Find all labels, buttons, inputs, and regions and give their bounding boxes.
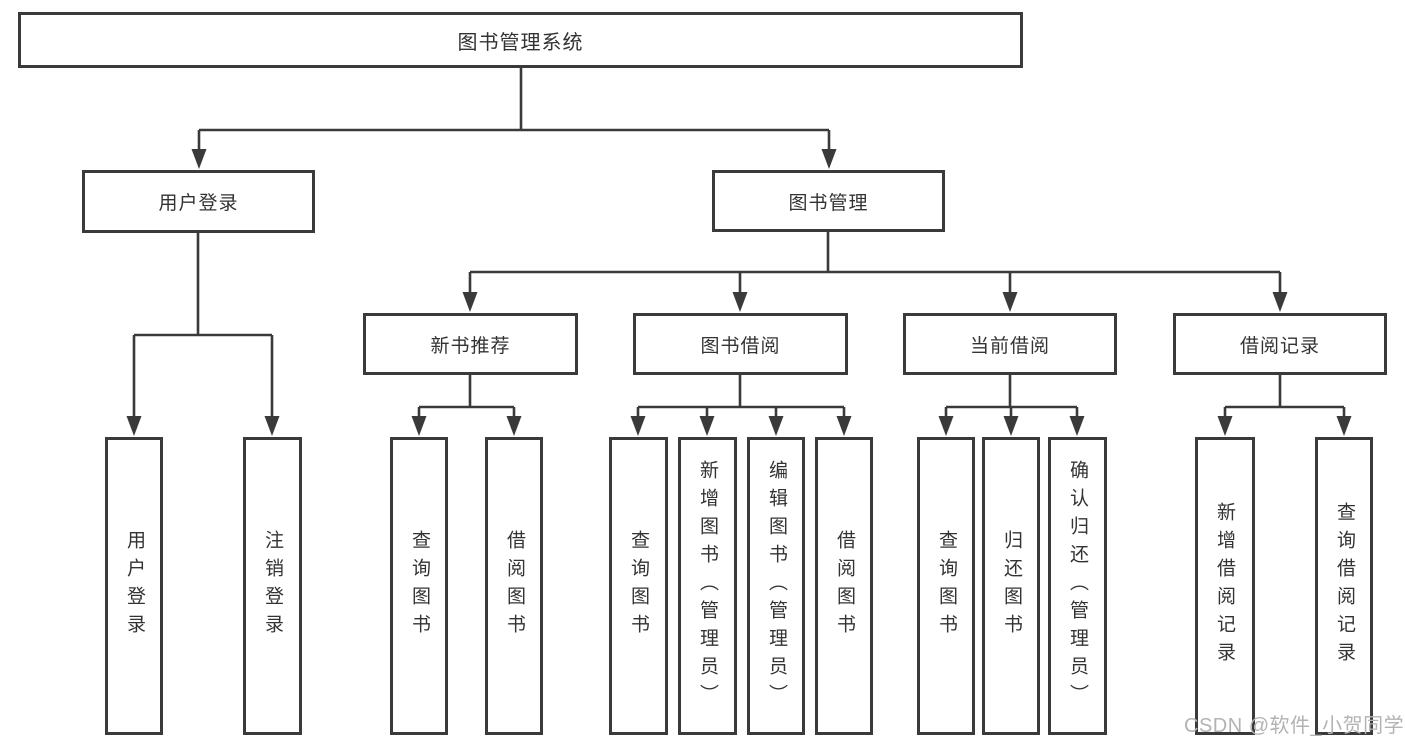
node-book-management: 图书管理 bbox=[712, 170, 945, 232]
leaf-query-books-current: 查询图书 bbox=[917, 437, 975, 735]
csdn-watermark: CSDN @软件_小贺同学 bbox=[1184, 715, 1405, 737]
node-new-book-recommend: 新书推荐 bbox=[363, 313, 578, 375]
leaf-query-borrow-record: 查询借阅记录 bbox=[1315, 437, 1373, 735]
leaf-add-borrow-record: 新增借阅记录 bbox=[1195, 437, 1255, 735]
leaf-borrow-books: 借阅图书 bbox=[815, 437, 873, 735]
leaf-confirm-return-admin: 确认归还（管理员） bbox=[1048, 437, 1107, 735]
node-book-borrow: 图书借阅 bbox=[633, 313, 848, 375]
node-user-login: 用户登录 bbox=[82, 170, 315, 233]
leaf-edit-book-admin: 编辑图书（管理员） bbox=[747, 437, 805, 735]
node-root-system: 图书管理系统 bbox=[18, 12, 1023, 68]
leaf-return-book: 归还图书 bbox=[982, 437, 1040, 735]
leaf-query-books-borrow: 查询图书 bbox=[609, 437, 668, 735]
node-current-borrow: 当前借阅 bbox=[903, 313, 1117, 375]
leaf-query-books-recommend: 查询图书 bbox=[390, 437, 448, 735]
leaf-borrow-books-recommend: 借阅图书 bbox=[485, 437, 543, 735]
leaf-user-login: 用户登录 bbox=[105, 437, 163, 735]
leaf-logout: 注销登录 bbox=[243, 437, 302, 735]
leaf-add-book-admin: 新增图书（管理员） bbox=[678, 437, 737, 735]
node-borrow-records: 借阅记录 bbox=[1173, 313, 1387, 375]
